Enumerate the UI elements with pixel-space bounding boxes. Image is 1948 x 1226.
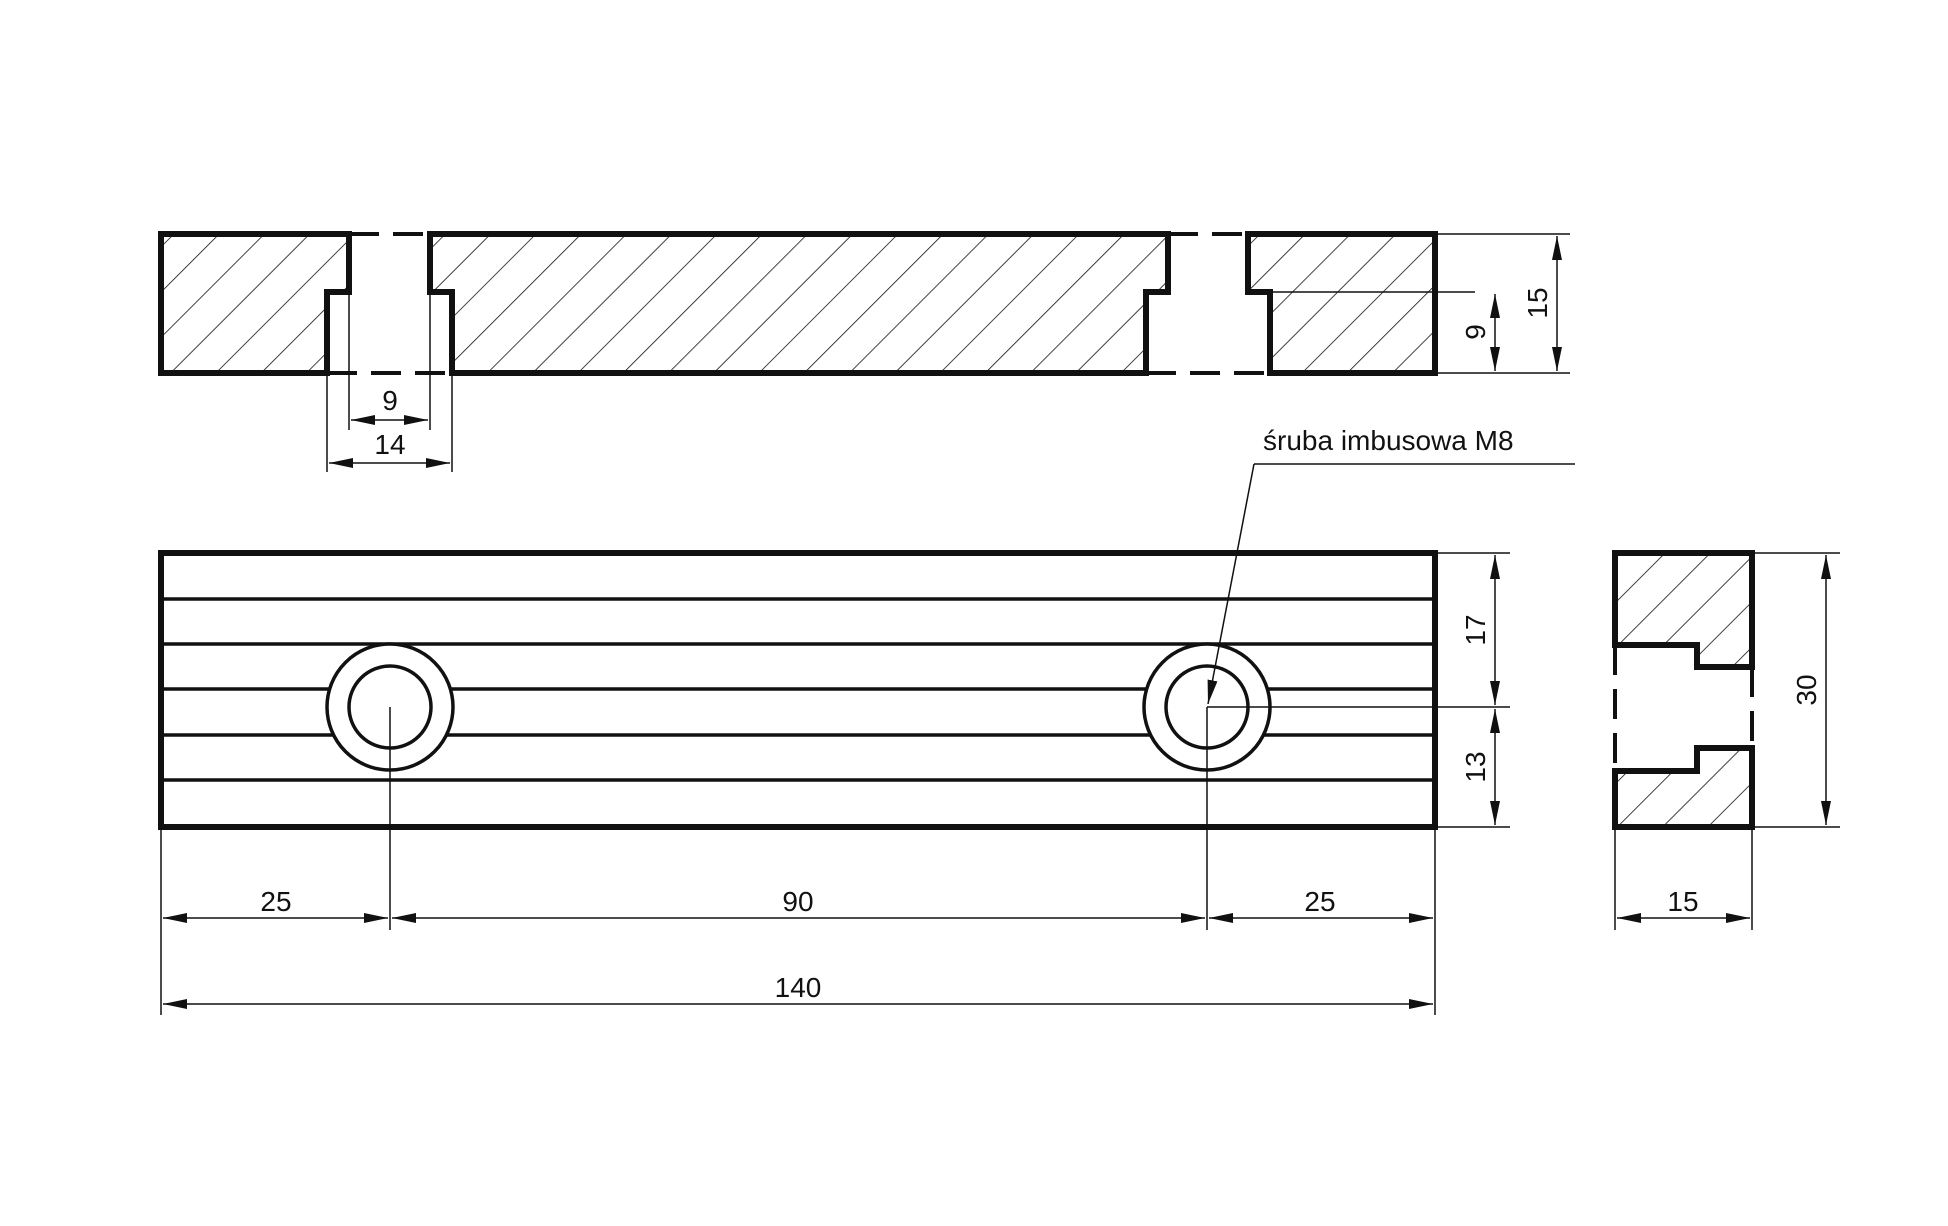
dim-spacing-90: 90 [782, 886, 813, 917]
side-break-lines [1613, 645, 1754, 771]
side-lower-piece [1612, 745, 1755, 830]
dim-thickness: 15 [1522, 287, 1553, 318]
dim-left-25: 25 [260, 886, 291, 917]
bolt-label: śruba imbusowa M8 [1263, 425, 1514, 456]
top-right-piece [1245, 231, 1438, 376]
dim-slot-inner: 9 [382, 385, 398, 416]
top-middle-piece [427, 231, 1171, 376]
dim-side-height: 30 [1791, 674, 1822, 705]
top-section-view: 9 14 9 15 [158, 231, 1570, 472]
break-lines [327, 232, 1270, 375]
dim-total-140: 140 [775, 972, 822, 1003]
side-upper-piece [1612, 550, 1755, 670]
top-left-piece [158, 231, 352, 376]
dim-hole-bottom: 13 [1460, 751, 1491, 782]
front-view: 17 13 25 90 25 140 śruba imbusowa M8 [158, 425, 1575, 1015]
dim-side-width: 15 [1667, 886, 1698, 917]
dim-right-25: 25 [1304, 886, 1335, 917]
bolt-leader: śruba imbusowa M8 [1207, 425, 1575, 705]
dim-slot-outer: 14 [374, 429, 405, 460]
dim-hole-top: 17 [1460, 614, 1491, 645]
side-section-view: 30 15 [1612, 550, 1840, 930]
dim-step-height: 9 [1460, 324, 1491, 340]
